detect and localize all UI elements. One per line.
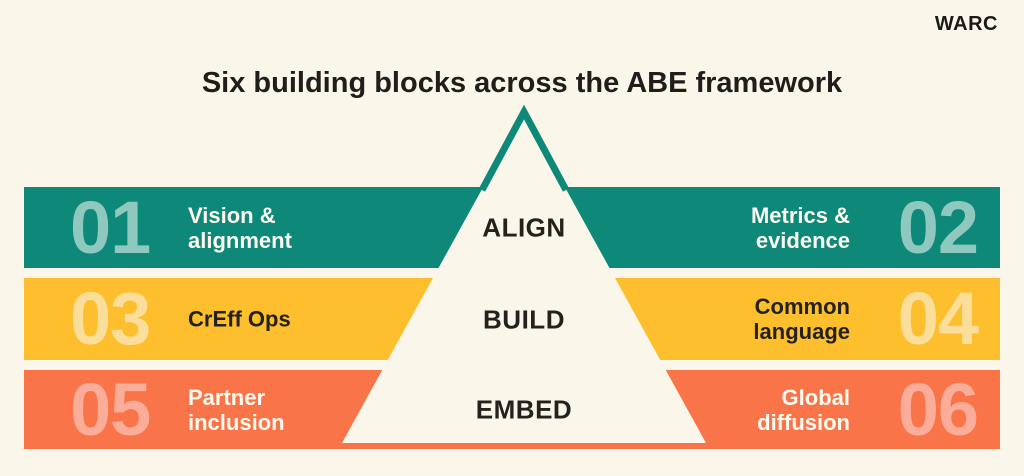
page-title: Six building blocks across the ABE frame…: [201, 67, 843, 99]
band-align-left-label: Vision & alignment: [188, 202, 292, 253]
band-build-number-right: 04: [897, 277, 979, 360]
band-build-number-left: 03: [70, 277, 151, 360]
pyramid-body: [342, 113, 706, 443]
warc-logo: WARC: [934, 13, 998, 35]
band-build-right-label: Common language: [753, 294, 850, 344]
band-align-right-label: Metrics & evidence: [750, 202, 850, 253]
band-align-number-right: 02: [897, 185, 979, 269]
stage-label-build: BUILD: [483, 304, 565, 335]
band-align-number-left: 01: [70, 185, 151, 269]
pyramid-apex-outline-icon: [478, 104, 570, 192]
band-embed-left-label: Partner inclusion: [188, 384, 285, 435]
stage-label-align: ALIGN: [482, 212, 566, 243]
band-embed-number-right: 06: [897, 367, 979, 451]
band-embed-number-left: 05: [70, 367, 151, 451]
band-build-left-label: CrEff Ops: [188, 306, 291, 332]
band-embed-right-label: Global diffusion: [757, 384, 850, 435]
stage-label-embed: EMBED: [475, 394, 573, 425]
